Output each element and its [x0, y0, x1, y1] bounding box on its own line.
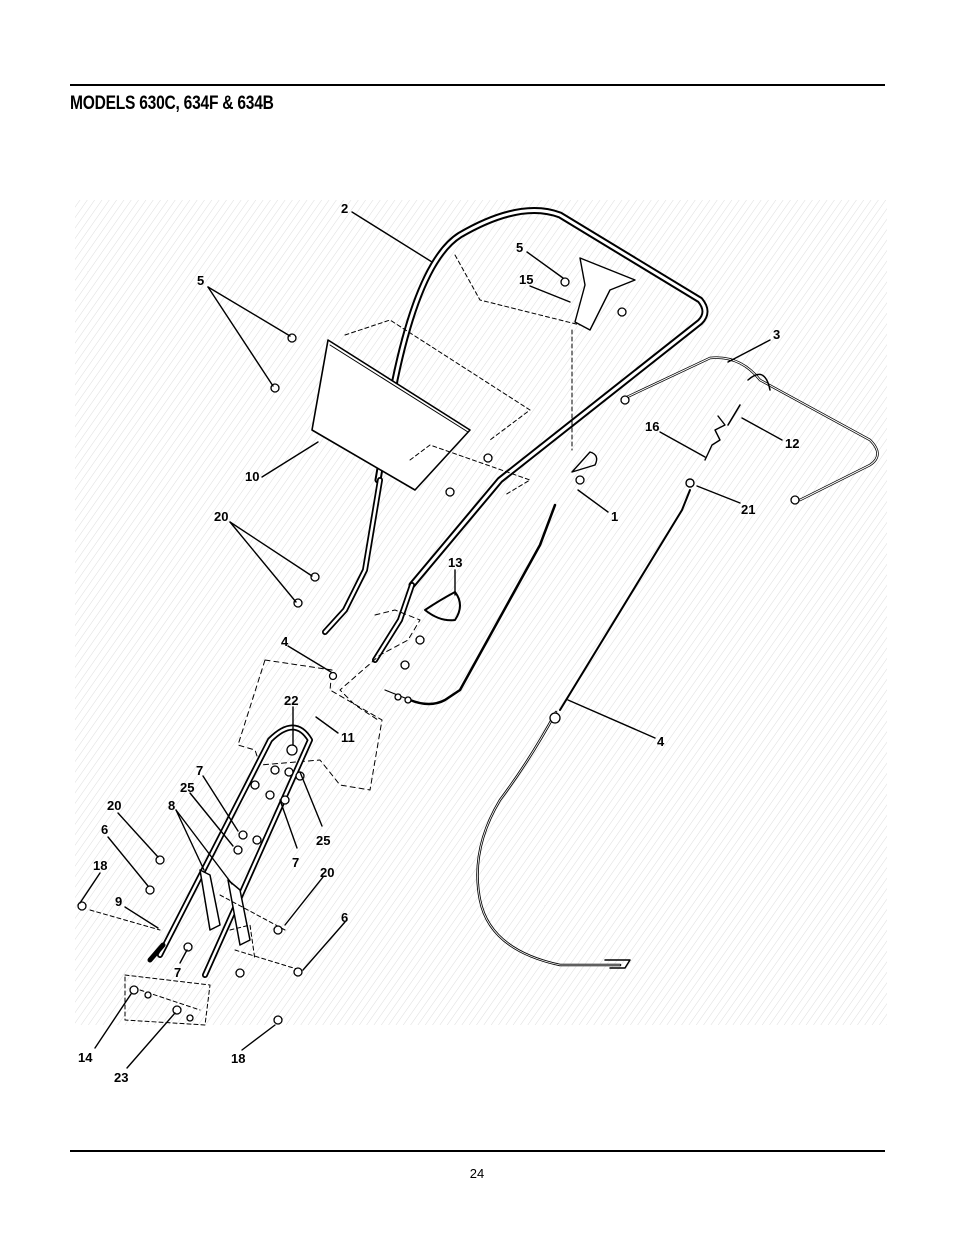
callout-16: 16 [645, 419, 659, 434]
spring-16 [704, 415, 726, 461]
bracket-8b [227, 879, 251, 946]
fasteners [77, 277, 800, 1025]
bracket-8a [199, 869, 221, 931]
callout-14: 14 [78, 1050, 93, 1065]
control-panel [311, 339, 471, 491]
callout-7-left: 7 [196, 763, 203, 778]
callout-18-bottom: 18 [231, 1051, 245, 1066]
callout-12: 12 [785, 436, 799, 451]
upper-handle-inner [376, 209, 707, 587]
callout-23: 23 [114, 1070, 128, 1085]
callout-10: 10 [245, 469, 259, 484]
callout-4-upper: 4 [281, 634, 289, 649]
callout-25-left: 25 [180, 780, 194, 795]
cable-4 [559, 489, 691, 711]
page-number: 24 [469, 1166, 485, 1181]
callout-20-right: 20 [320, 865, 334, 880]
callout-20-left: 20 [107, 798, 121, 813]
callout-8: 8 [168, 798, 175, 813]
callout-15: 15 [519, 272, 533, 287]
callout-6-right: 6 [341, 910, 348, 925]
callout-labels: 2 5 15 5 3 16 12 21 10 1 20 13 4 22 11 4… [78, 201, 799, 1085]
page-title: MODELS 630C, 634F & 634B [70, 93, 274, 114]
callout-22: 22 [284, 693, 298, 708]
callout-18-left: 18 [93, 858, 107, 873]
callout-5-top: 5 [516, 240, 523, 255]
callout-5-left: 5 [197, 273, 204, 288]
callout-9: 9 [115, 894, 122, 909]
callout-21: 21 [741, 502, 755, 517]
callout-11: 11 [341, 730, 355, 745]
callout-7-right: 7 [292, 855, 299, 870]
callout-13: 13 [448, 555, 462, 570]
lower-handle-outline [237, 659, 383, 791]
cable-bracket [574, 257, 636, 331]
drive-cable-1 [408, 503, 557, 706]
callout-3: 3 [773, 327, 780, 342]
nut-21 [685, 478, 695, 488]
bottom-rule [70, 1150, 885, 1152]
callout-7-bottom: 7 [174, 965, 181, 980]
callout-4-lower: 4 [657, 734, 665, 749]
callout-6-left: 6 [101, 822, 108, 837]
callout-25-right: 25 [316, 833, 330, 848]
rope-guide-13 [424, 591, 461, 622]
top-rule [70, 84, 885, 86]
leader-lines [79, 211, 783, 1069]
callout-1: 1 [611, 509, 618, 524]
callout-20-upper: 20 [214, 509, 228, 524]
callout-2: 2 [341, 201, 348, 216]
eyebolt-12 [727, 404, 741, 426]
